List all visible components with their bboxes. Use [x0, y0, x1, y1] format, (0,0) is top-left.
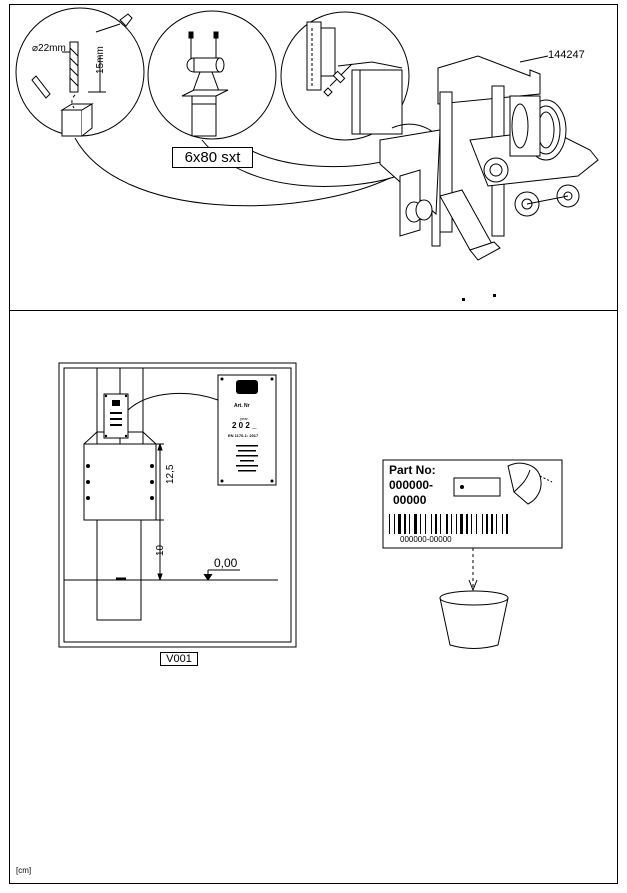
plate-standard: EN 1176-1: 2017	[228, 433, 259, 438]
drill-diameter-label: ⌀22mm	[32, 43, 66, 54]
screw-spec-label: 6x80 sxt	[172, 147, 253, 168]
page-frame	[9, 4, 618, 884]
barcode-number: 000000-00000	[400, 535, 452, 544]
dimension-upper: 12,5	[165, 464, 176, 484]
plate-art-label: Art. Nr	[234, 403, 250, 409]
ground-level-label: 0,00	[214, 556, 238, 570]
barcode	[389, 514, 508, 534]
part-number-line2: 00000	[393, 493, 427, 507]
unit-label: [cm]	[16, 866, 32, 875]
panel-divider	[9, 310, 618, 311]
part-ref-number: 144247	[548, 49, 585, 61]
dimension-lower: 10	[155, 544, 166, 556]
plate-year-label: year	[240, 416, 248, 421]
part-label-title: Part No:	[389, 463, 436, 477]
part-number-line1: 000000-	[389, 478, 434, 492]
plate-year-value: 2 0 2 _	[232, 421, 257, 430]
drill-depth-label: 15mm	[95, 46, 106, 74]
diagram-code-label: V001	[160, 652, 198, 666]
drill-diameter-value: 22mm	[38, 43, 66, 54]
